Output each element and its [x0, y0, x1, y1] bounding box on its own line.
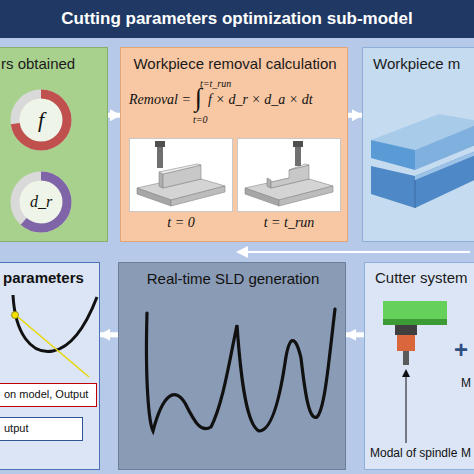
- panel-title: t = 0: [129, 215, 233, 231]
- removal-panel: Workpiece removal calculationRemoval =∫t…: [120, 47, 348, 242]
- panel-title: f: [38, 107, 44, 133]
- formula-text: f × d_r × d_a × dt: [208, 92, 313, 108]
- panel-title: Cutter system: [375, 269, 468, 286]
- cropped-label: M: [461, 446, 471, 460]
- cutter-panel: Cutter system: [364, 262, 474, 470]
- formula-text: t=0: [193, 114, 208, 125]
- return-arrowhead: [236, 246, 248, 258]
- workpiece-model: [363, 48, 474, 243]
- panel-title: parameters: [3, 269, 84, 286]
- panel-title: d_r: [30, 193, 52, 211]
- panel-title: utput: [4, 422, 28, 434]
- panel-title: Real-time SLD generation: [119, 270, 347, 287]
- flow-arrow: [108, 113, 120, 118]
- formula-text: t=t_run: [200, 78, 231, 89]
- flow-arrow: [348, 113, 362, 118]
- spindle-label: Modal of spindle: [370, 446, 457, 460]
- output-box: utput: [0, 417, 83, 441]
- formula-text: Removal =: [129, 92, 191, 108]
- workpiece-image: [129, 138, 233, 212]
- donut-node: f: [9, 88, 73, 152]
- panel-title: rs obtained: [1, 55, 75, 72]
- cutter-system: [365, 263, 474, 471]
- cropped-label: M: [461, 376, 471, 390]
- model-panel: Workpiece m: [362, 47, 474, 242]
- plus-sign: +: [454, 336, 468, 364]
- panel-title: t = t_run: [237, 215, 341, 231]
- donut-node: d_r: [9, 170, 73, 234]
- optimization-panel: parameters on model, Output utput: [0, 262, 100, 470]
- title: Cutting parameters optimization sub-mode…: [0, 9, 474, 29]
- title-bar: Cutting parameters optimization sub-mode…: [0, 0, 474, 38]
- flow-arrow: [346, 332, 364, 337]
- return-line: [246, 251, 470, 253]
- parameter-panel: rs obtained f d_r: [0, 47, 108, 242]
- workpiece-image-box: t = t_run: [237, 138, 341, 236]
- panel-title: Workpiece m: [373, 55, 460, 72]
- workpiece-image: [237, 138, 341, 212]
- output-box: on model, Output: [0, 383, 97, 407]
- sld-panel: Real-time SLD generation: [118, 262, 346, 470]
- sld-curve: [119, 263, 347, 471]
- panel-title: Workpiece removal calculation: [121, 55, 349, 72]
- panel-title: on model, Output: [4, 388, 88, 400]
- workpiece-image-box: t = 0: [129, 138, 233, 236]
- flow-arrow: [100, 332, 118, 337]
